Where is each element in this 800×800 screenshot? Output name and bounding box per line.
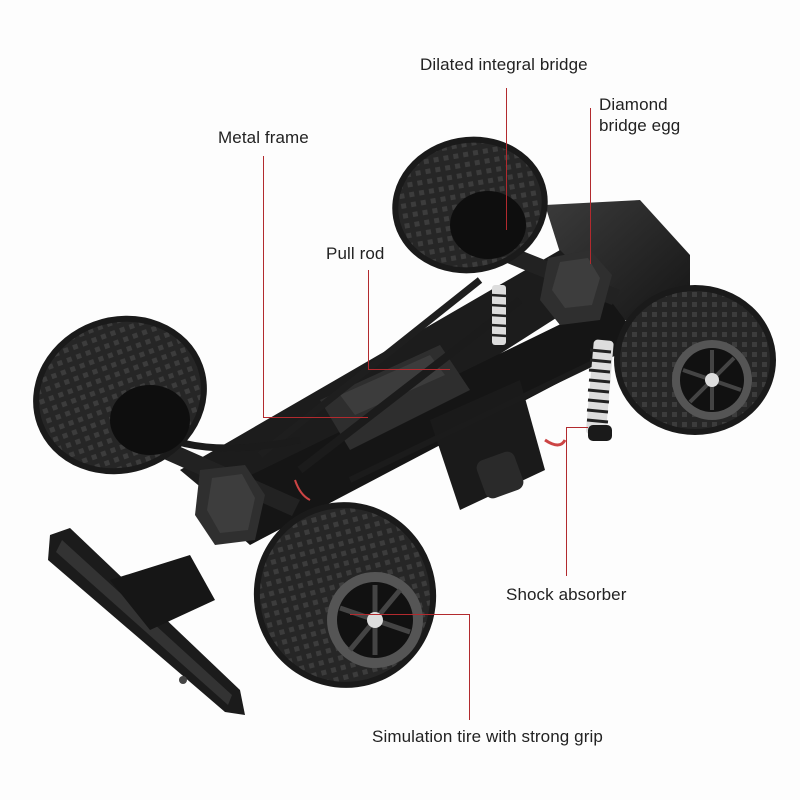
- label-diamond-bridge-egg-line1: Diamond: [599, 95, 668, 114]
- callout-line-shock-absorber-h: [566, 427, 588, 429]
- label-metal-frame: Metal frame: [218, 128, 309, 147]
- callout-line-metal-frame-v: [263, 156, 265, 418]
- label-pull-rod: Pull rod: [326, 244, 385, 263]
- callout-line-simulation-tire-v: [469, 614, 471, 720]
- callout-line-simulation-tire-h: [350, 614, 470, 616]
- callout-line-pull-rod-h: [368, 369, 450, 371]
- front-bumper: [48, 528, 245, 715]
- callout-line-shock-absorber-v: [566, 427, 568, 576]
- tire-front-bottom: [253, 502, 437, 688]
- callout-line-metal-frame-h: [263, 417, 368, 419]
- callout-line-pull-rod-v: [368, 270, 370, 370]
- callout-line-diamond-bridge-egg: [590, 108, 592, 264]
- label-shock-absorber: Shock absorber: [506, 585, 627, 604]
- shock-spring-front-left: [490, 285, 508, 345]
- tire-front-left: [33, 315, 207, 475]
- tire-rear-right: [614, 285, 776, 435]
- label-dilated-integral-bridge: Dilated integral bridge: [420, 55, 588, 74]
- callout-line-dilated-integral-bridge: [506, 88, 508, 230]
- shock-spring-rear: [586, 339, 614, 441]
- label-diamond-bridge-egg-line2: bridge egg: [599, 116, 681, 135]
- label-simulation-tire: Simulation tire with strong grip: [372, 727, 603, 746]
- label-diamond-bridge-egg: Diamond bridge egg: [599, 94, 680, 136]
